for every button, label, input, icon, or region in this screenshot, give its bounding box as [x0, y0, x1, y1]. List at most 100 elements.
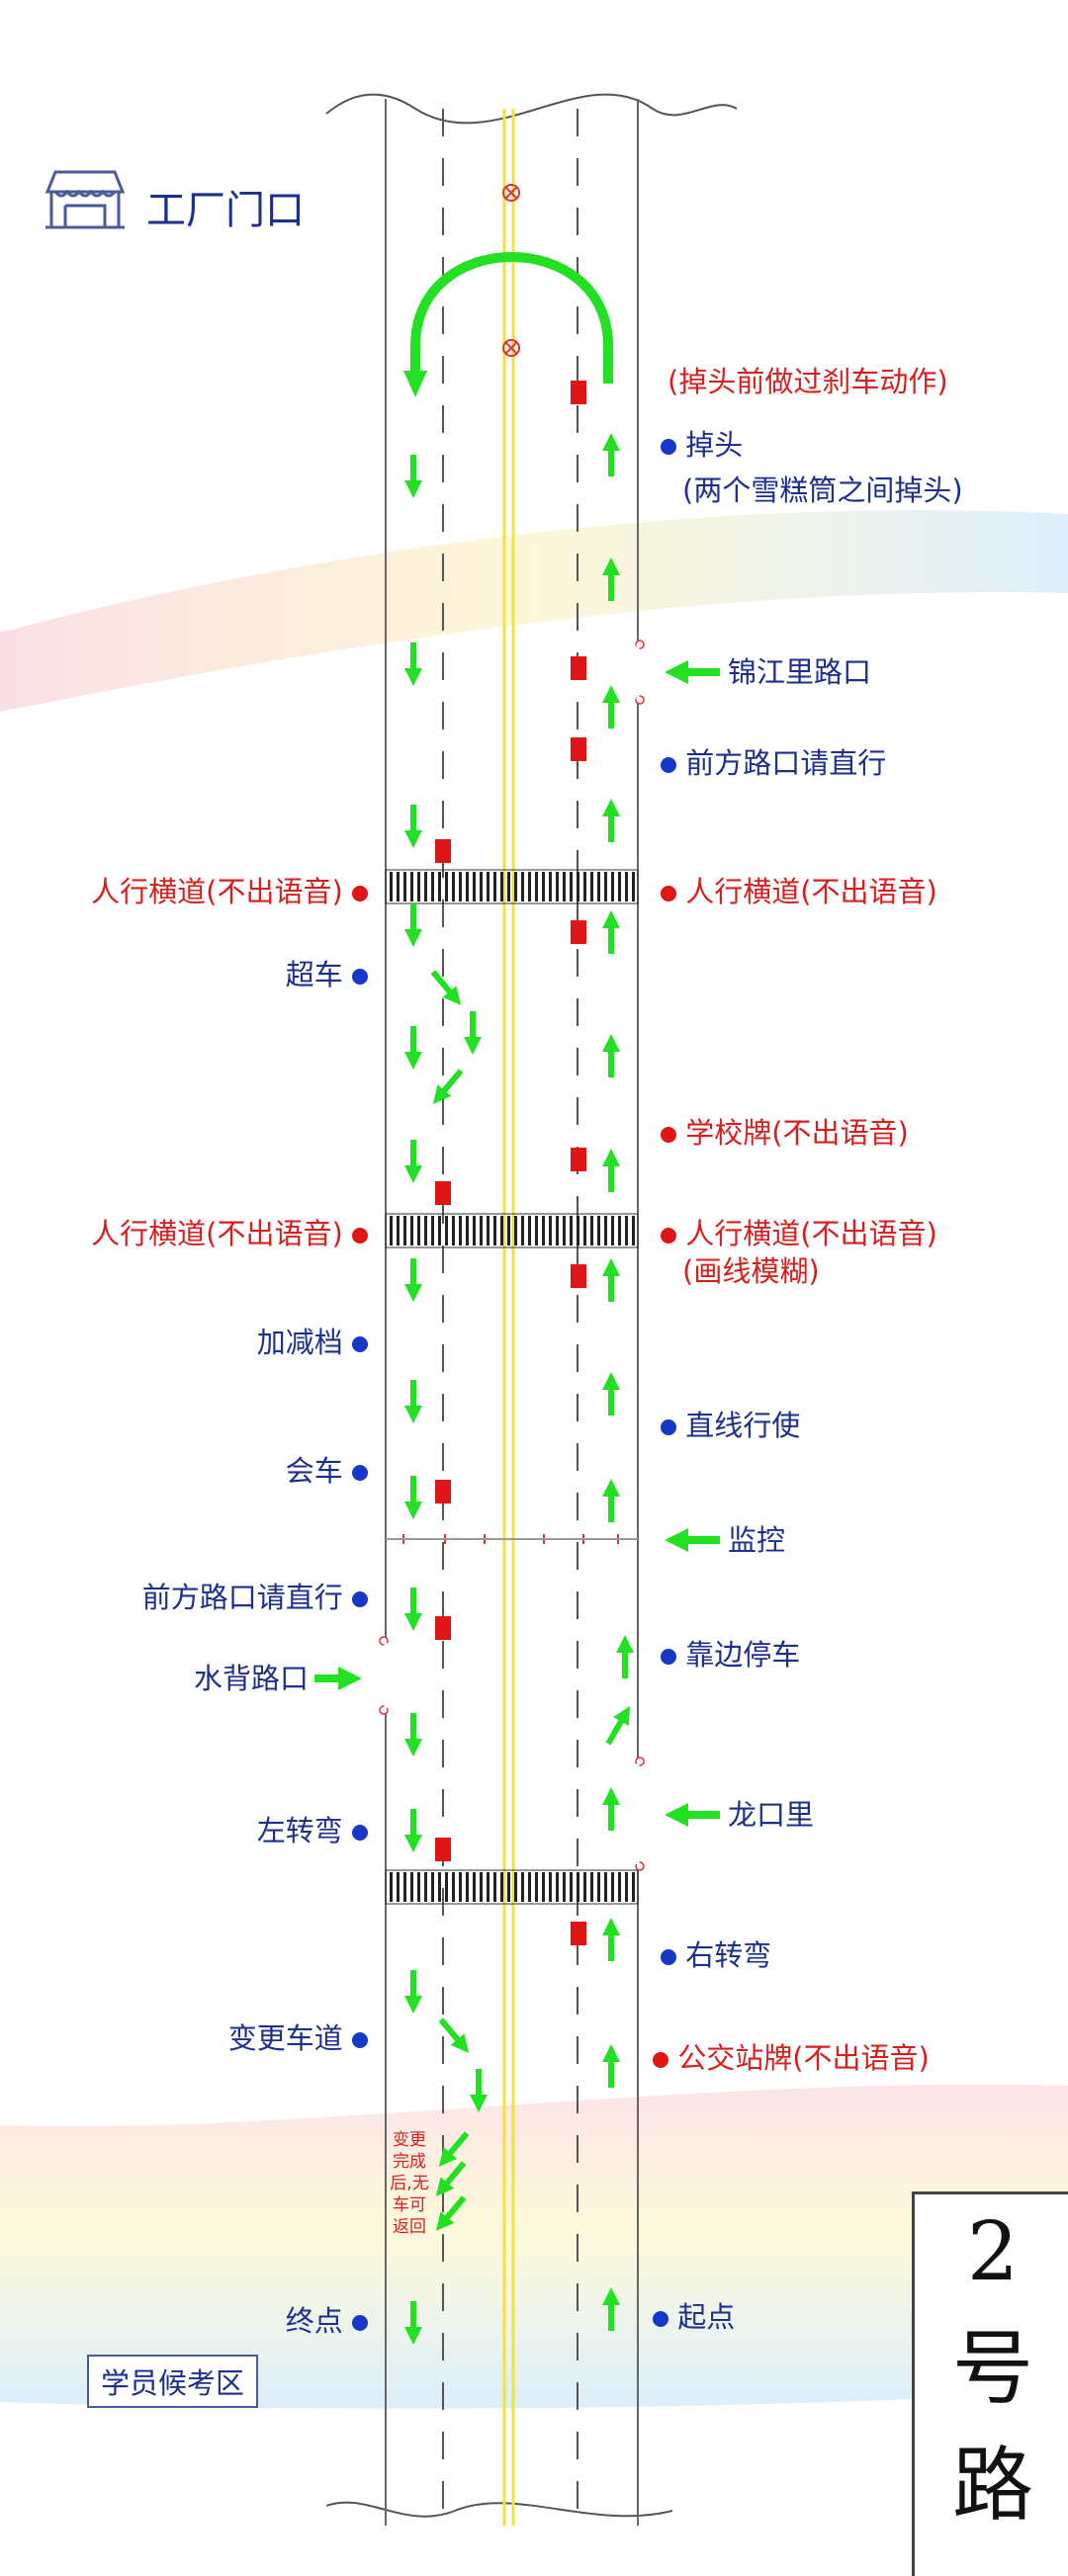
crosswalk-stripe: [590, 1216, 593, 1245]
crosswalk-stripe: [403, 872, 406, 902]
crosswalk-stripe: [473, 1216, 476, 1245]
direction-arrow: [602, 433, 620, 476]
crosswalk-stripe: [397, 872, 400, 902]
route-char-lu: 路: [951, 2439, 1033, 2533]
blue-dot: [352, 1336, 368, 1352]
cone-icon: [502, 184, 520, 357]
label-lane-change: 变更车道: [228, 2020, 368, 2056]
direction-arrow: [435, 2195, 467, 2231]
crosswalk-stripe: [611, 1872, 614, 1902]
crosswalk-stripe: [466, 1216, 469, 1245]
blue-dot: [352, 969, 368, 985]
crosswalk-stripe: [410, 872, 413, 902]
crosswalk-stripe: [549, 872, 552, 902]
gate-icon: [44, 170, 126, 229]
crosswalk-stripe: [480, 1872, 483, 1902]
crosswalk-stripe: [535, 872, 538, 902]
red-dot: [653, 2052, 668, 2068]
crosswalk-stripe: [424, 1216, 427, 1245]
direction-arrow: [404, 643, 422, 686]
crosswalk-stripe: [632, 872, 635, 902]
crosswalk-stripe: [570, 872, 573, 902]
red-dot: [661, 1228, 676, 1244]
crosswalk-stripe: [611, 1216, 614, 1245]
crosswalk-stripe: [445, 872, 448, 902]
red-marker: [571, 737, 586, 761]
crosswalk-stripe: [563, 1872, 566, 1902]
crosswalk-stripe: [417, 1216, 420, 1245]
crosswalk-stripe: [521, 872, 524, 902]
crosswalk-stripe: [604, 872, 607, 902]
label-drive-straight: 直线行使: [661, 1408, 800, 1443]
direction-arrow: [602, 1372, 620, 1416]
blue-dot: [352, 2315, 368, 2331]
crosswalk-stripe: [424, 1872, 427, 1902]
label-straight-ahead: 前方路口请直行: [661, 745, 886, 781]
label-straight-ahead-left: 前方路口请直行: [142, 1580, 368, 1615]
red-marker: [435, 1838, 451, 1861]
blue-dot: [352, 1825, 368, 1841]
label-end: 终点: [286, 2303, 368, 2339]
crosswalk: [385, 869, 639, 1905]
label-crosswalk-r2: 人行横道(不出语音): [661, 1216, 937, 1251]
direction-arrow: [464, 1011, 482, 1055]
crosswalk-stripe: [604, 1872, 607, 1902]
crosswalk-stripe: [410, 1216, 413, 1245]
direction-arrow: [602, 1034, 620, 1077]
route-char-hao: 号: [951, 2322, 1033, 2416]
label-gear-change: 加减档: [257, 1325, 368, 1360]
label-overtake: 超车: [286, 957, 368, 992]
crosswalk-stripe: [487, 1872, 490, 1902]
crosswalk-stripe: [459, 1216, 462, 1245]
crosswalk-stripe: [618, 1872, 621, 1902]
crosswalk-stripe: [590, 872, 593, 902]
crosswalk-stripe: [514, 1216, 517, 1245]
crosswalk-stripe: [625, 872, 628, 902]
crosswalk-stripe: [493, 1216, 496, 1245]
crosswalk-stripe: [549, 1216, 552, 1245]
crosswalk-stripe: [597, 1872, 600, 1902]
crosswalk-stripe: [459, 1872, 462, 1902]
direction-arrow: [602, 2044, 620, 2088]
crosswalk-stripe: [473, 1872, 476, 1902]
direction-arrow: [602, 910, 620, 954]
label-blurry-lines: (画线模糊): [682, 1254, 820, 1288]
red-marker: [571, 920, 586, 944]
blue-dot: [661, 1419, 676, 1435]
crosswalk-stripe: [632, 1216, 635, 1245]
gate-label: 工厂门口: [146, 188, 305, 233]
direction-arrow: [605, 1705, 630, 1746]
waiting-area-label: 学员候考区: [87, 2355, 259, 2408]
blue-dot: [661, 757, 676, 773]
blue-dot: [661, 1649, 676, 1665]
direction-arrow: [404, 805, 422, 848]
blue-dot: [352, 2032, 368, 2048]
label-start: 起点: [653, 2299, 735, 2335]
blue-dot: [653, 2311, 668, 2327]
label-crosswalk-r1: 人行横道(不出语音): [661, 874, 937, 909]
crosswalk-stripe: [397, 1872, 400, 1902]
blue-dot: [352, 1591, 368, 1607]
crosswalk-stripe: [397, 1216, 400, 1245]
crosswalk-stripe: [577, 1872, 579, 1902]
crosswalk-stripe: [542, 1216, 545, 1245]
crosswalk-stripe: [597, 872, 600, 902]
u-turn-arrow: [410, 252, 613, 384]
label-uturn: 掉头: [661, 427, 743, 463]
direction-arrow: [404, 1713, 422, 1757]
crosswalk-stripe: [403, 1216, 406, 1245]
crosswalk-stripe: [577, 872, 579, 902]
crosswalk-stripe: [473, 872, 476, 902]
crosswalk-stripe: [556, 1216, 559, 1245]
crosswalk-stripe: [528, 872, 531, 902]
crosswalk-stripe: [535, 1216, 538, 1245]
crosswalk-stripe: [583, 1872, 586, 1902]
label-crosswalk-l2: 人行横道(不出语音): [91, 1216, 368, 1251]
crosswalk-stripe: [632, 1872, 635, 1902]
crosswalk-stripe: [500, 872, 503, 902]
blue-dot: [661, 1949, 676, 1965]
label-meeting: 会车: [286, 1453, 368, 1489]
direction-arrow: [404, 1380, 422, 1423]
